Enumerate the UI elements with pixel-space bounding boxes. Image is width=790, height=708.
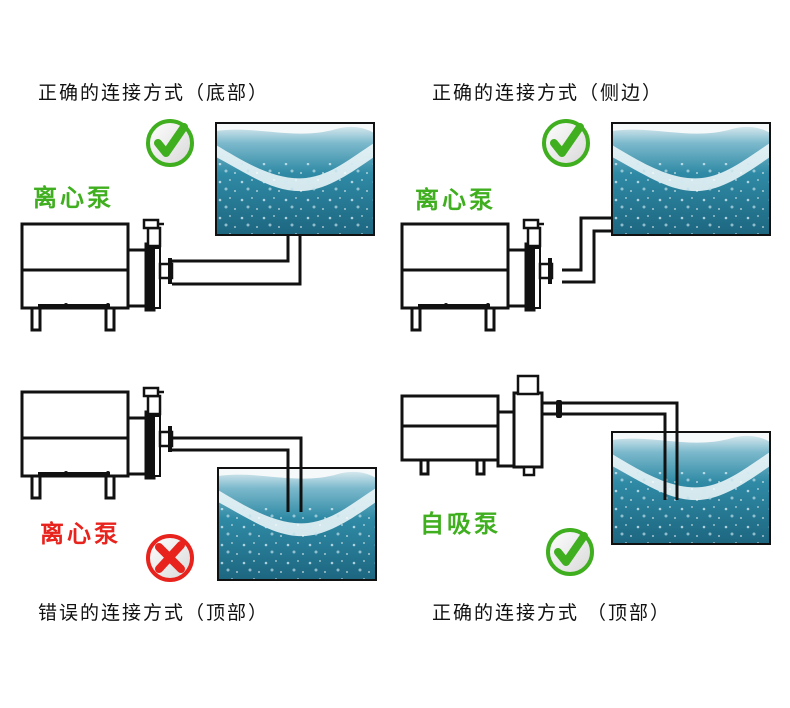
panel-top-connection-wrong [20,386,377,581]
panel-side-connection [400,122,771,332]
centrifugal-pump [20,386,174,500]
check-icon [546,528,594,576]
centrifugal-pump [20,218,174,332]
panel-bottom-connection [20,122,375,332]
water-tank [215,122,375,236]
pump-label-centrifugal: 离心泵 [40,520,121,548]
panel-self-priming [400,374,771,545]
suction-pipe [562,216,612,284]
water-tank [611,122,771,236]
water-tank [217,467,377,581]
pump-label-centrifugal: 离心泵 [415,186,496,214]
check-icon [146,119,194,167]
caption-self-priming: 正确的连接方式 （顶部） [432,602,672,624]
caption-bottom-connection: 正确的连接方式（底部） [38,82,270,104]
caption-top-connection-wrong: 错误的连接方式（顶部） [38,602,270,624]
pump-label-centrifugal: 离心泵 [33,184,114,212]
suction-pipe [172,236,302,286]
suction-pipe [172,436,303,512]
centrifugal-pump [400,218,554,332]
check-icon [542,119,590,167]
cross-icon [146,534,194,582]
self-priming-pump [400,374,544,477]
pipe-clamp [556,400,562,418]
suction-pipe [542,401,679,500]
pump-label-self-priming: 自吸泵 [420,510,501,538]
water-tank [611,431,771,545]
caption-side-connection: 正确的连接方式（侧边） [432,82,664,104]
